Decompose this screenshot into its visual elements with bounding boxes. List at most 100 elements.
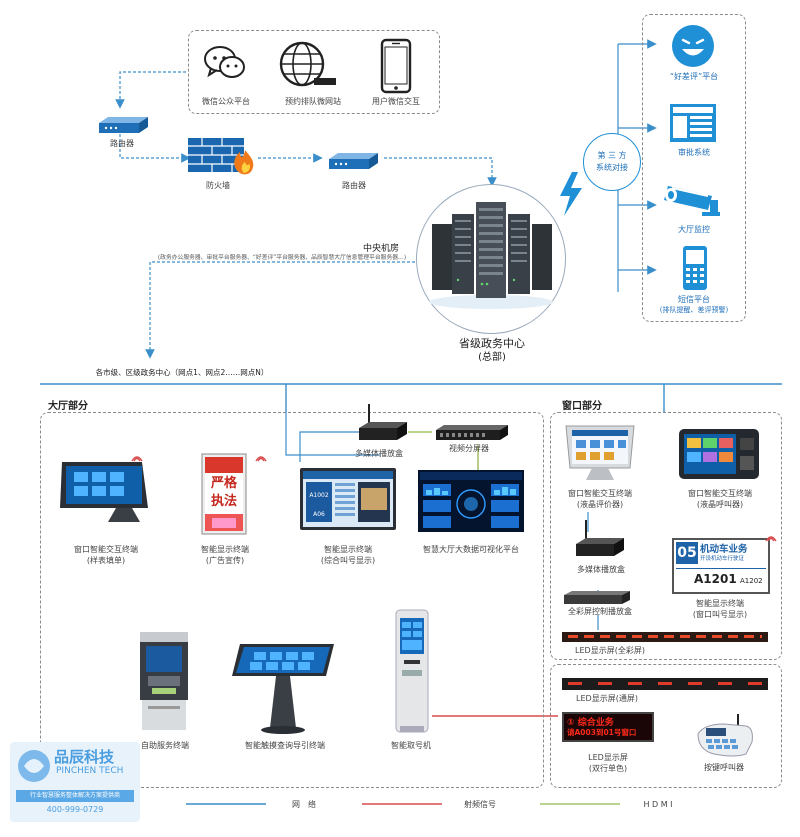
- window-section-group: [550, 412, 782, 660]
- wireless-signal-icon: [254, 448, 268, 467]
- keypad-caller-label: 按键呼叫器: [704, 763, 744, 772]
- third-party-line2: 系统对接: [596, 163, 628, 172]
- video-splitter-label: 视频分屏器: [449, 444, 489, 453]
- svg-text:A06: A06: [313, 511, 325, 518]
- window-queue-display: 05 机动车业务 开设机动车行驶证 A1201 A1202: [672, 538, 770, 594]
- current-number: A1201: [694, 572, 737, 586]
- svg-text:A1002: A1002: [309, 492, 329, 499]
- led-control-box-icon: [562, 590, 632, 610]
- logo-mark-icon: [18, 750, 50, 782]
- self-service-label: 自助服务终端: [141, 741, 189, 750]
- hall-section-title: 大厅部分: [48, 401, 88, 412]
- smiley-icon: [671, 24, 715, 72]
- caller-label: 窗口智能交互终端: [688, 489, 752, 498]
- third-party-group: [642, 14, 746, 322]
- wechat-icon: [203, 44, 245, 86]
- wechat-platform-label: 微信公众平台: [202, 97, 250, 106]
- svg-text:严格: 严格: [210, 475, 238, 491]
- company-logo: 品辰科技 PINCHEN TECH 行业智慧服务整体解决方案提供商 400-99…: [10, 742, 140, 822]
- mobile-phone-icon: [380, 38, 412, 98]
- legend-network: 网 络: [292, 800, 316, 809]
- led-line-1: ① 综合业务: [567, 718, 614, 728]
- led-control-box-label: 全彩屏控制播放盒: [568, 607, 632, 616]
- branch-centers-label: 各市级、区级政务中心（网点1、网点2……网点N）: [95, 368, 269, 377]
- central-room-title: 中央机房: [362, 244, 399, 254]
- ticket-machine-icon: [390, 608, 434, 740]
- sms-phone-icon: [683, 246, 707, 294]
- next-number: A1202: [740, 577, 763, 585]
- legend-hdmi: H D M I: [643, 800, 673, 809]
- window-media-box-label: 多媒体播放盒: [577, 565, 625, 574]
- sms-platform-sub: (排队提醒、差评预警): [659, 306, 729, 314]
- led-double-line-screen: ① 综合业务 请A003到01号窗口: [562, 712, 654, 742]
- third-party-circle: [583, 133, 641, 191]
- booking-website-label: 预约排队微网站: [285, 97, 341, 106]
- wireless-signal-icon: [130, 448, 144, 467]
- logo-phone: 400-999-0729: [46, 805, 104, 814]
- hall-terminal-label: 窗口智能交互终端: [74, 545, 138, 554]
- good-bad-review-label: “好差评”平台: [669, 72, 719, 81]
- router-icon: [326, 150, 380, 176]
- media-player-box-icon: [572, 518, 628, 564]
- window-business-sub: 开设机动车行驶证: [700, 556, 745, 562]
- approval-system-icon: [670, 104, 716, 146]
- logo-en: PINCHEN TECH: [56, 766, 124, 776]
- provincial-center-title: 省级政务中心: [459, 337, 525, 350]
- queue-display-label: 智能显示终端: [324, 545, 372, 554]
- touch-query-label: 智能触摸查询导引终端: [245, 741, 325, 750]
- legend-rf: 射频信号: [464, 800, 496, 809]
- poster-display-icon: 严格 执法: [200, 452, 250, 542]
- wireless-signal-icon: [764, 528, 778, 547]
- router-2-label: 路由器: [342, 181, 366, 190]
- poster-display-label: 智能显示终端: [201, 545, 249, 554]
- video-splitter-icon: [434, 424, 510, 446]
- led-strip-screen: [562, 678, 768, 690]
- keypad-caller-icon: [694, 712, 756, 762]
- led-line-2: 请A003到01号窗口: [567, 728, 637, 737]
- server-rack-icon: [429, 202, 553, 309]
- router-1-label: 路由器: [110, 139, 134, 148]
- hall-monitoring-label: 大厅监控: [678, 225, 710, 234]
- window-display-label: 智能显示终端: [696, 599, 744, 608]
- media-player-box-icon: [355, 402, 411, 448]
- third-party-line1: 第 三 方: [597, 151, 627, 160]
- evaluator-tablet-icon: [562, 424, 638, 486]
- led-fullcolor-screen: [562, 632, 768, 642]
- led-strip-label: LED显示屏(通屏): [576, 694, 638, 703]
- router-icon: [96, 114, 150, 140]
- poster-display-sub: (广告宣传): [205, 556, 245, 565]
- interactive-tablet-icon: [56, 458, 152, 528]
- queue-display-sub: (综合叫号显示): [320, 556, 376, 565]
- caller-sub: (液晶呼叫器): [696, 500, 744, 509]
- top-services-group: [188, 30, 440, 114]
- queue-display-icon: A1002 A06: [300, 468, 396, 538]
- led-double-sub: (双行单色): [588, 764, 628, 773]
- big-data-screen-icon: [418, 470, 524, 540]
- svg-text:执法: 执法: [211, 493, 237, 509]
- big-data-label: 智慧大厅大数据可视化平台: [423, 545, 519, 554]
- lcd-caller-icon: [678, 428, 760, 484]
- user-wechat-label: 用户微信交互: [372, 97, 420, 106]
- provincial-center-sub: (总部): [478, 352, 506, 363]
- led-fullcolor-label: LED显示屏(全彩屏): [575, 646, 645, 655]
- logo-slogan: 行业智慧服务整体解决方案提供商: [16, 790, 134, 802]
- cctv-camera-icon: [662, 180, 722, 224]
- website-globe-icon: [276, 40, 338, 98]
- touch-query-terminal-icon: [230, 640, 338, 740]
- self-service-kiosk-icon: [138, 630, 192, 738]
- led-double-label: LED显示屏: [588, 753, 628, 762]
- server-room-circle: [416, 184, 566, 334]
- sms-platform-label: 短信平台: [678, 295, 710, 304]
- evaluator-sub: (液晶评价器): [576, 500, 624, 509]
- logo-name: 品辰科技: [54, 748, 115, 766]
- evaluator-label: 窗口智能交互终端: [568, 489, 632, 498]
- firewall-icon: [188, 136, 260, 180]
- window-business-title: 机动车业务: [700, 544, 748, 555]
- hall-section-group: [40, 412, 544, 788]
- window-display-sub: (窗口叫号显示): [692, 610, 748, 619]
- central-room-note: (政务办公服务器、审批平台服务器、“好差评”平台服务器、品辰智慧大厅信息管理平台…: [157, 255, 407, 261]
- lightning-icon: [558, 172, 584, 220]
- media-box-label: 多媒体播放盒: [355, 449, 403, 458]
- window-number: 05: [676, 542, 698, 564]
